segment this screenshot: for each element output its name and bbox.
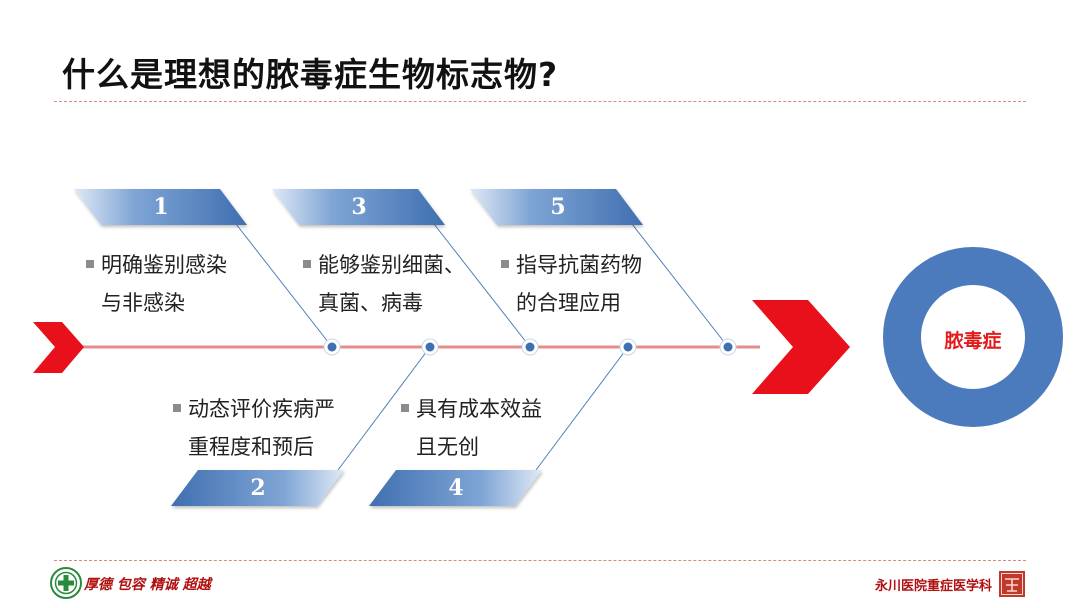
bullet-icon [86, 260, 94, 268]
branch-line-2 [337, 346, 431, 471]
item-4-number: 4 [448, 475, 464, 501]
item-1-number: 1 [153, 194, 169, 220]
footer-divider [54, 560, 1026, 561]
bullet-icon [173, 404, 181, 412]
band-4 [369, 470, 542, 506]
branch-line-5 [631, 223, 729, 348]
slide-title: 什么是理想的脓毒症生物标志物? [62, 55, 559, 94]
seal-stamp-icon [999, 571, 1025, 597]
item-5-line2: 的合理应用 [516, 291, 621, 315]
joint-dots [323, 338, 737, 356]
branch-line-1 [235, 223, 333, 348]
branch-line-3 [433, 223, 531, 348]
head-arrow [752, 300, 850, 394]
item-4-label: 具有成本效益 且无创 [401, 390, 542, 466]
outcome-ring [883, 247, 1063, 427]
item-5-line1: 指导抗菌药物 [516, 253, 642, 277]
bullet-icon [401, 404, 409, 412]
footer-motto: 厚德 包容 精诚 超越 [84, 577, 211, 593]
item-3-number: 3 [351, 194, 367, 220]
item-3-line1: 能够鉴别细菌、 [318, 253, 465, 277]
title-divider [54, 101, 1026, 102]
hospital-logo-icon [50, 567, 82, 599]
item-5-number: 5 [550, 194, 566, 220]
item-1-line1: 明确鉴别感染 [101, 253, 227, 277]
item-2-line1: 动态评价疾病严 [188, 397, 335, 421]
item-2-number: 2 [250, 475, 266, 501]
footer-department: 永川医院重症医学科 [874, 579, 992, 594]
band-2 [171, 470, 344, 506]
branch-line-4 [535, 346, 629, 471]
band-3 [272, 189, 445, 225]
band-1 [74, 189, 247, 225]
item-4-line2: 且无创 [416, 435, 479, 459]
item-2-line2: 重程度和预后 [188, 435, 314, 459]
bullet-icon [501, 260, 509, 268]
bullet-icon [303, 260, 311, 268]
item-2-label: 动态评价疾病严 重程度和预后 [173, 390, 335, 466]
item-5-label: 指导抗菌药物 的合理应用 [501, 246, 642, 322]
outcome-label: 脓毒症 [944, 330, 1002, 352]
item-3-line2: 真菌、病毒 [318, 291, 423, 315]
tail-chevron [33, 322, 84, 373]
band-5 [470, 189, 643, 225]
item-1-label: 明确鉴别感染 与非感染 [86, 246, 227, 322]
item-1-line2: 与非感染 [101, 291, 185, 315]
item-4-line1: 具有成本效益 [416, 397, 542, 421]
item-3-label: 能够鉴别细菌、 真菌、病毒 [303, 246, 465, 322]
